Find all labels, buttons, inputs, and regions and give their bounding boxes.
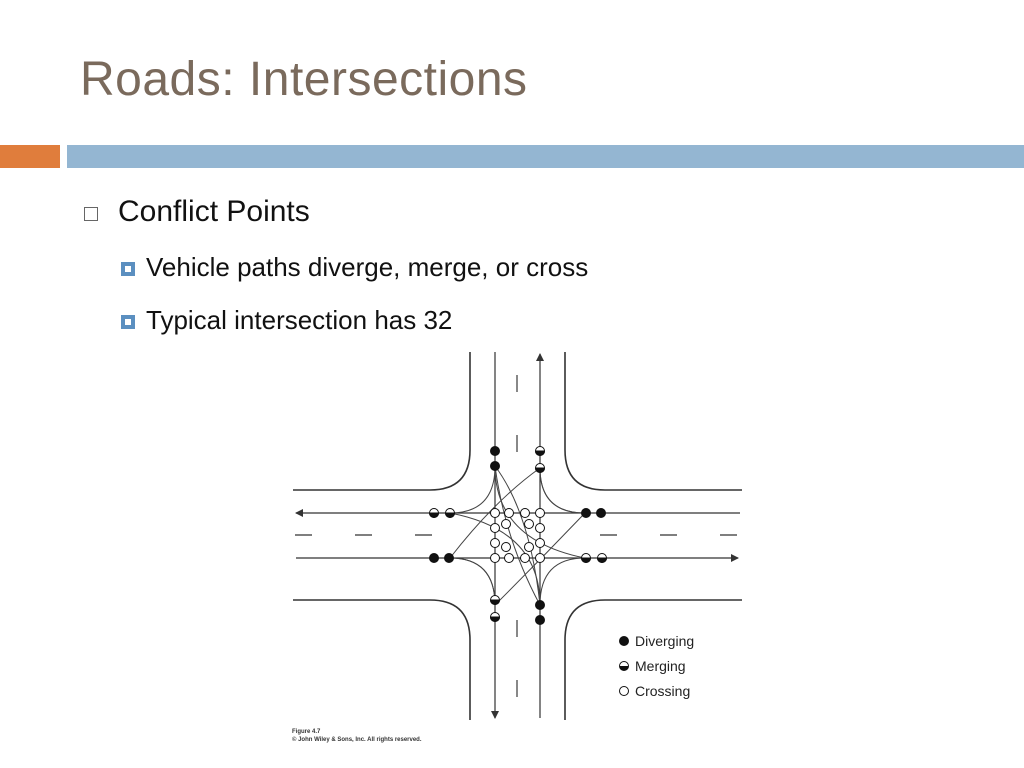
figure-number: Figure 4.7 (292, 729, 321, 735)
diverging-point (490, 446, 500, 456)
crossing-point (504, 553, 514, 563)
turn-path (449, 512, 541, 606)
accent-bar-orange (0, 145, 60, 168)
diverging-point (581, 508, 591, 518)
figure-caption: Figure 4.7 © John Wiley & Sons, Inc. All… (292, 728, 422, 744)
filled-square-bullet-icon (121, 261, 135, 276)
copyright-notice: © John Wiley & Sons, Inc. All rights res… (292, 737, 422, 743)
crossing-point (490, 553, 500, 563)
turn-path (449, 557, 496, 606)
crossing-point (490, 523, 500, 533)
turn-path (539, 557, 586, 606)
curb-bottom-right (564, 599, 742, 720)
crossing-point (535, 553, 545, 563)
legend-label-crossing: Crossing (635, 682, 691, 699)
legend-label-diverging: Diverging (635, 632, 695, 649)
legend-label-merging: Merging (635, 657, 686, 674)
crossing-point (490, 538, 500, 548)
turn-path (449, 467, 541, 559)
sub-bullet-2: Typical intersection has 32 (121, 305, 452, 336)
legend-item-crossing: Crossing (618, 678, 694, 703)
crossing-point (535, 508, 545, 518)
turn-path (449, 465, 496, 514)
legend-item-merging: Merging (618, 653, 694, 678)
diverging-point (429, 553, 439, 563)
diverging-point (490, 461, 500, 471)
merging-point (596, 553, 608, 563)
merging-point (580, 553, 592, 563)
diverging-point (535, 615, 545, 625)
turn-path (539, 467, 586, 514)
crossing-point (501, 519, 511, 529)
crossing-point (504, 508, 514, 518)
diverging-icon (619, 635, 629, 646)
turn-path (539, 467, 586, 514)
legend: Diverging Merging Crossing (618, 628, 694, 703)
crossing-point (520, 508, 530, 518)
curb-top-left (293, 352, 471, 491)
crossing-icon (619, 685, 629, 696)
legend-item-diverging: Diverging (618, 628, 694, 653)
merging-icon (619, 660, 629, 671)
turn-path (494, 465, 541, 606)
curb-bottom-left (293, 599, 471, 720)
hollow-square-bullet-icon (84, 207, 98, 221)
crossing-point (524, 542, 534, 552)
merging-point (428, 508, 440, 518)
merging-point (444, 508, 456, 518)
sub-bullet-2-text: Typical intersection has 32 (146, 305, 453, 335)
diverging-point (535, 600, 545, 610)
merging-point (489, 612, 501, 622)
crossing-point (535, 538, 545, 548)
turn-path (449, 557, 496, 606)
bullet-main-text: Conflict Points (118, 195, 310, 228)
merging-point (489, 595, 501, 605)
crossing-point (535, 523, 545, 533)
intersection-diagram (293, 352, 742, 720)
merging-point (534, 446, 546, 456)
merging-point (534, 463, 546, 473)
bullet-main: Conflict Points (84, 195, 310, 229)
accent-bar-blue (67, 145, 1024, 168)
sub-bullet-1-text: Vehicle paths diverge, merge, or cross (146, 252, 589, 282)
crossing-point (490, 508, 500, 518)
diverging-point (596, 508, 606, 518)
filled-square-bullet-icon (121, 314, 135, 329)
crossing-point (520, 553, 530, 563)
slide-title: Roads: Intersections (80, 53, 528, 106)
crossing-point (501, 542, 511, 552)
curb-top-right (564, 352, 742, 491)
crossing-point (524, 519, 534, 529)
turn-path (494, 465, 541, 606)
diverging-point (444, 553, 454, 563)
turn-path (494, 465, 586, 559)
sub-bullet-1: Vehicle paths diverge, merge, or cross (121, 252, 588, 283)
